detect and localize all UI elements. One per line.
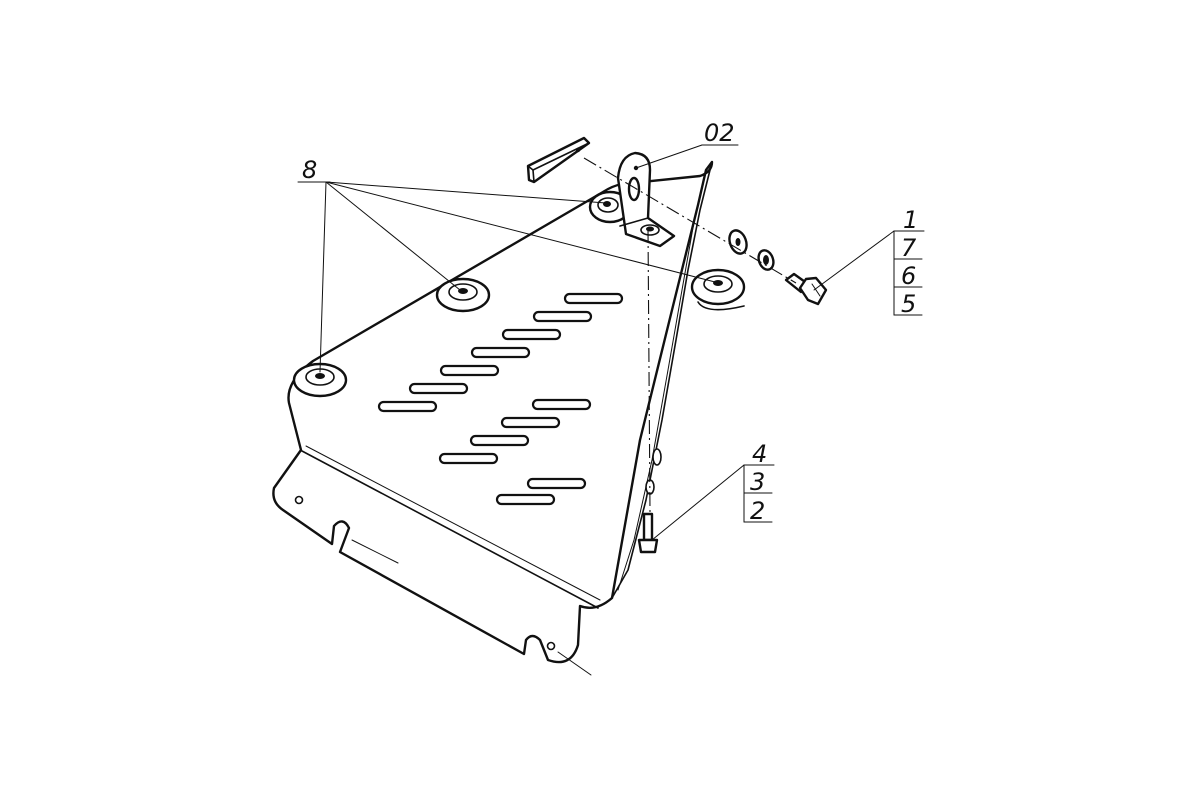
vent-slot [526,477,587,490]
label-part-5: 5 [901,290,916,318]
flange-tab [697,301,745,311]
washer-flat [728,229,748,255]
skid-plate [272,160,745,676]
side-flange [611,161,713,599]
rubber-pad [526,136,591,184]
bend-line [301,450,599,609]
vent-slot [439,364,500,377]
label-part-8: 8 [302,156,317,184]
flange-slot [652,448,662,466]
vent-slot [532,310,593,323]
vent-slot [377,400,438,413]
boss-right [690,268,746,306]
vent-slot [438,452,499,465]
hex-bolt-upper [784,272,828,306]
vent-slot [495,493,556,506]
label-part-7: 7 [901,234,917,262]
vent-slot [501,328,562,341]
bend-line-inner [305,445,601,601]
label-part-4: 4 [752,440,767,468]
vent-slots [377,292,624,506]
vent-slot [500,416,561,429]
vent-slot [563,292,624,305]
vent-slot [470,346,531,359]
label-part-2: 2 [750,497,765,525]
vent-slot [531,398,592,411]
mounting-bracket [616,151,676,248]
mount-hole [546,641,556,651]
label-part-3: 3 [750,468,765,496]
label-part-1: 1 [903,206,918,234]
mount-hole [294,495,304,505]
axis-lines [583,157,797,513]
side-flange-inner [617,171,707,591]
boss-middle [435,277,491,313]
label-part-02: 02 [704,119,735,147]
leader-stub [351,539,399,564]
skid-plate-outline [272,160,714,664]
vent-slot [469,434,530,447]
vent-slot [408,382,469,395]
leader-lines [297,144,925,541]
washer-spring [757,249,775,271]
leader-stub [557,651,592,676]
boss-left [292,362,348,398]
label-part-6: 6 [901,262,916,290]
